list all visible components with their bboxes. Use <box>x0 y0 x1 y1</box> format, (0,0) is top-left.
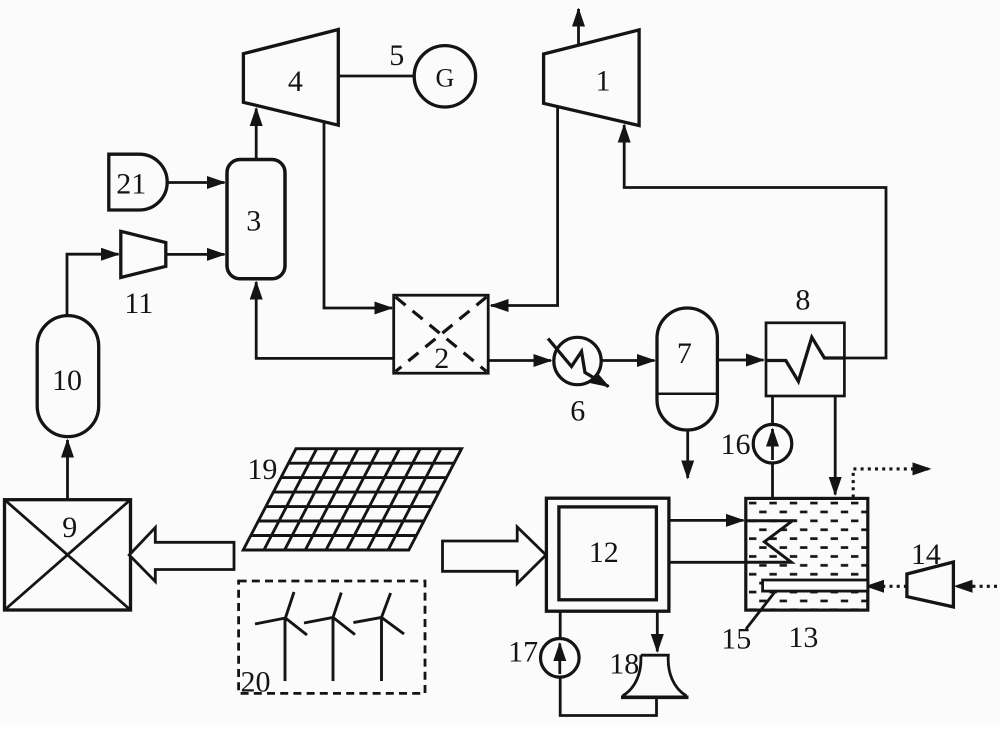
svg-text:11: 11 <box>124 287 153 320</box>
svg-text:8: 8 <box>795 284 810 317</box>
svg-text:3: 3 <box>246 205 261 238</box>
svg-text:6: 6 <box>570 395 585 428</box>
svg-text:20: 20 <box>241 666 271 699</box>
svg-text:19: 19 <box>247 453 277 486</box>
svg-text:15: 15 <box>721 623 751 656</box>
svg-text:5: 5 <box>389 39 404 72</box>
svg-text:16: 16 <box>721 428 751 461</box>
svg-text:2: 2 <box>434 342 449 375</box>
svg-text:7: 7 <box>677 337 692 370</box>
svg-text:18: 18 <box>609 648 639 681</box>
svg-text:4: 4 <box>288 65 303 98</box>
svg-text:G: G <box>436 64 455 93</box>
svg-text:1: 1 <box>596 65 611 98</box>
svg-text:21: 21 <box>116 168 146 201</box>
svg-text:14: 14 <box>911 538 941 571</box>
svg-text:13: 13 <box>788 621 818 654</box>
svg-text:12: 12 <box>589 536 619 569</box>
svg-text:10: 10 <box>52 364 82 397</box>
svg-text:9: 9 <box>62 511 77 544</box>
svg-text:17: 17 <box>508 636 538 669</box>
